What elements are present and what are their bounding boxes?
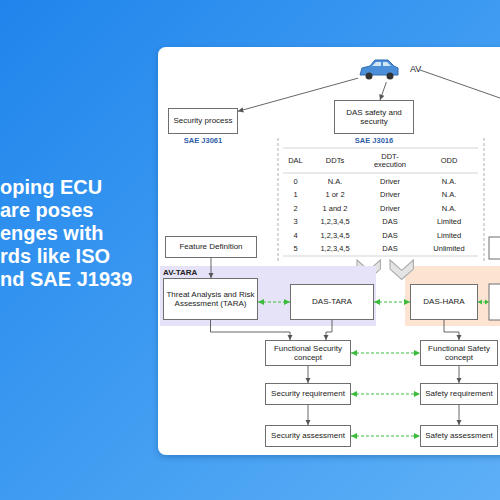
- heading-line: nd SAE J1939: [0, 268, 158, 291]
- node-text: Security process: [173, 116, 232, 125]
- dashed-divider: [484, 138, 485, 262]
- table-cell: 2: [283, 202, 308, 216]
- car-window: [372, 62, 391, 66]
- table-cell: 4: [283, 229, 308, 243]
- heading-line: enges with: [0, 222, 158, 245]
- node-text: Functional Security concept: [268, 344, 348, 362]
- dashed-link: [351, 352, 420, 353]
- vehicle-node: AV: [358, 56, 424, 82]
- dashed-link: [351, 435, 420, 436]
- node-text: Safety requirement: [425, 389, 493, 398]
- dashed-divider: [278, 138, 279, 262]
- group-band: AV-TARA Threat Analysis and Risk Assessme…: [160, 266, 376, 326]
- table-cell: N.A.: [310, 175, 360, 189]
- card: [158, 47, 500, 455]
- process-box: Functional Security concept: [265, 340, 351, 366]
- car-wheel: [387, 73, 394, 80]
- process-box: DAS-TARA: [290, 284, 374, 320]
- car-icon: [360, 60, 398, 80]
- cut-box: [489, 237, 500, 259]
- table-header: DDT-execution: [371, 149, 409, 173]
- node-text: Functional Safety concept: [423, 344, 495, 362]
- table-cell: Driver: [364, 202, 416, 216]
- node-text: AV-TARA: [163, 268, 197, 277]
- process-box: Safety requirement: [420, 383, 498, 405]
- chevron-arrow: [390, 260, 413, 280]
- node-text: Safety assessment: [425, 431, 493, 440]
- table-cell: 1,2,3,4,5: [310, 243, 360, 257]
- node-text: DAS-TARA: [312, 297, 352, 306]
- node-text: Threat Analysis and Risk Assessment (TAR…: [166, 290, 255, 308]
- dashed-link: [258, 301, 290, 302]
- table-cell: 5: [283, 243, 308, 257]
- table-rule: [283, 148, 478, 149]
- connector-line: [420, 70, 500, 98]
- flow-arrow: [380, 82, 386, 100]
- table-cell: DAS: [364, 216, 416, 230]
- table-cell: DAS: [364, 229, 416, 243]
- flow-arrow: [211, 258, 212, 278]
- process-box: Security process: [168, 108, 238, 134]
- table-cell: DAS: [364, 243, 416, 257]
- process-box: Security requirement: [265, 383, 351, 405]
- hara-band: [405, 266, 500, 326]
- node-text: Security assessment: [271, 431, 345, 440]
- process-box: Feature Definition: [165, 236, 257, 258]
- arrow-head: [478, 300, 489, 305]
- flow-arrow: [308, 366, 309, 383]
- node-text: Security requirement: [271, 389, 345, 398]
- car-wheel: [366, 73, 373, 80]
- table-cell: 1 or 2: [310, 189, 360, 203]
- table-cell: N.A.: [420, 175, 478, 189]
- table-header: DDTs: [310, 149, 360, 173]
- dashed-link: [351, 393, 420, 394]
- process-box: DAS-HARA: [410, 284, 478, 320]
- process-box: Threat Analysis and Risk Assessment (TAR…: [163, 278, 258, 320]
- table-cell: Limited: [420, 229, 478, 243]
- flow-arrow: [326, 320, 332, 340]
- dashed-link: [374, 301, 410, 302]
- table-cell: 1,2,3,4,5: [310, 216, 360, 230]
- node-text: AV: [410, 64, 421, 74]
- node-text: DAS-HARA: [423, 297, 464, 306]
- heading-line: rds like ISO: [0, 245, 158, 268]
- process-box: Safety assessment: [420, 425, 498, 447]
- table-cell: Limited: [420, 216, 478, 230]
- process-box: Functional Safety concept: [420, 340, 498, 366]
- flow-arrow: [211, 320, 291, 340]
- flow-arrow: [444, 320, 459, 340]
- table-cell: 3: [283, 216, 308, 230]
- car-body: [360, 60, 398, 75]
- table-cell: 0: [283, 175, 308, 189]
- table-cell: 1: [283, 189, 308, 203]
- table-rule: [283, 256, 478, 257]
- table-cell: Driver: [364, 175, 416, 189]
- node-text: Feature Definition: [179, 242, 242, 251]
- cut-box: [489, 284, 500, 320]
- flow-arrow: [308, 405, 309, 425]
- table-cell: 1,2,3,4,5: [310, 229, 360, 243]
- table-header: DAL: [283, 149, 308, 173]
- process-box: Security assessment: [265, 425, 351, 447]
- standard-label: SAE J3016: [334, 136, 414, 146]
- table-rule: [283, 173, 478, 174]
- table-cell: N.A.: [420, 202, 478, 216]
- table-cell: Driver: [364, 189, 416, 203]
- table-header: ODD: [420, 149, 478, 173]
- flow-arrow: [459, 405, 460, 425]
- flow-arrow: [459, 366, 460, 383]
- table-cell: N.A.: [420, 189, 478, 203]
- heading-line: are poses: [0, 199, 158, 222]
- flow-arrow: [238, 78, 358, 111]
- process-box: DAS safety and security: [334, 100, 414, 134]
- table-cell: Unlimited: [420, 243, 478, 257]
- table-cell: 1 and 2: [310, 202, 360, 216]
- standard-label: SAE J3061: [168, 136, 238, 146]
- node-text: DAS safety and security: [337, 108, 411, 126]
- heading-line: oping ECU: [0, 176, 158, 199]
